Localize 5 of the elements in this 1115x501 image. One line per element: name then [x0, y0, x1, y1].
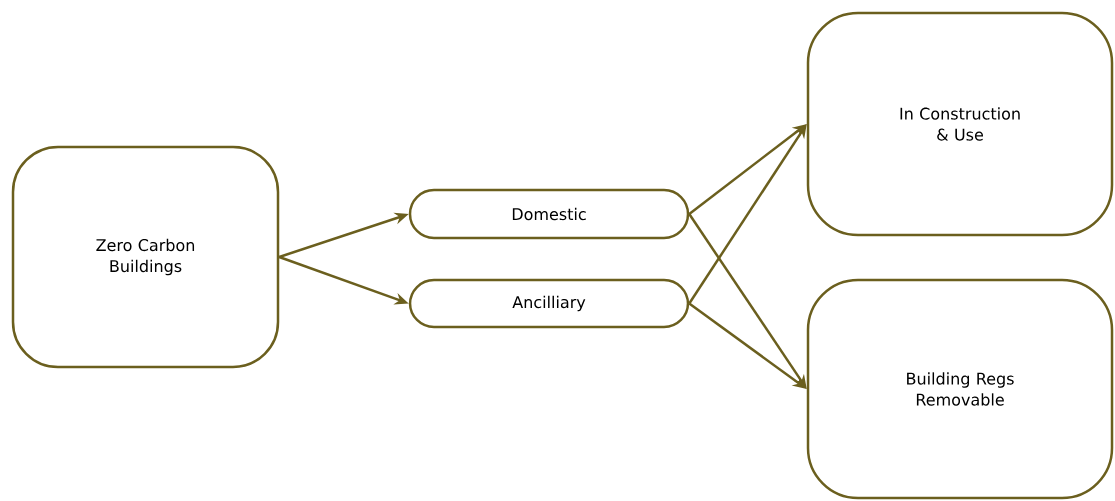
- pill-box: Ancilliary: [408, 278, 690, 329]
- rounded-box: In Construction & Use: [806, 11, 1114, 237]
- pill-box: Domestic: [408, 188, 690, 240]
- rounded-box: Building Regs Removable: [806, 278, 1114, 500]
- rounded-box: Zero Carbon Buildings: [11, 145, 280, 369]
